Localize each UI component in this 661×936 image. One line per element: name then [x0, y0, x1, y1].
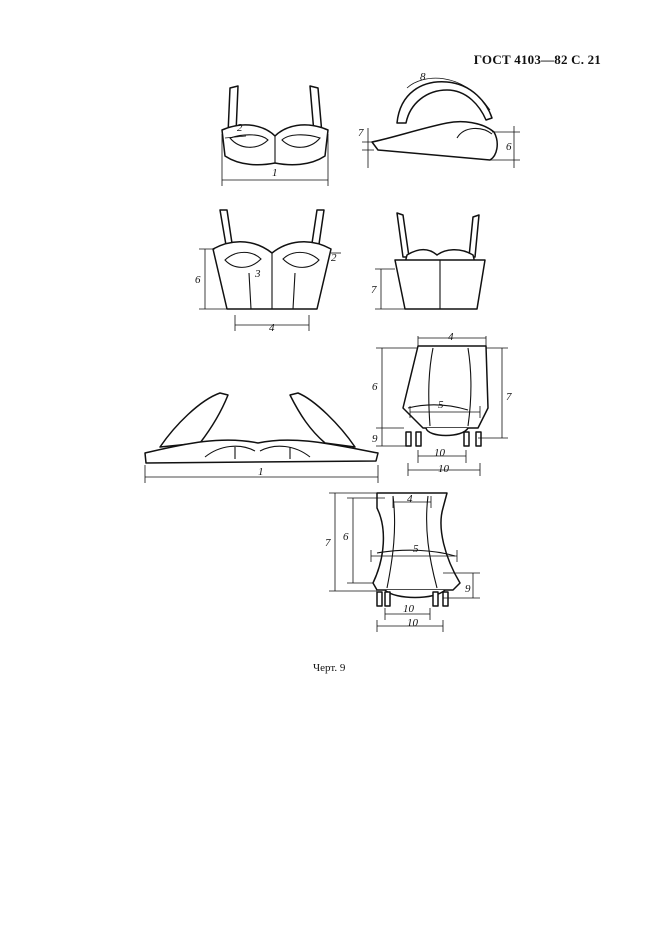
corselet-spread-view: 1: [140, 385, 385, 485]
dimension-label-7: 7: [506, 391, 512, 403]
dimension-label-9: 9: [465, 583, 471, 595]
dimension-label-4: 4: [407, 493, 413, 505]
dimension-label-6: 6: [372, 381, 378, 393]
bra-front-view: 2 1: [210, 78, 340, 188]
dimension-label-3: 3: [254, 268, 261, 280]
long-corselet-view: 4 7 6 5 9 10 10: [325, 488, 490, 638]
dimension-label-9: 9: [372, 433, 378, 445]
dimension-label-10: 10: [403, 603, 415, 615]
dimension-label-1: 1: [272, 167, 278, 179]
girdle-front-view: 4 6 7 5 9 10 10: [372, 331, 512, 488]
dimension-label-5: 5: [438, 399, 444, 411]
dimension-label-6: 6: [195, 274, 201, 286]
dimension-label-2: 2: [331, 252, 337, 264]
dimension-label-10: 10: [438, 463, 450, 475]
dimension-label-10: 10: [434, 447, 446, 459]
dimension-label-4: 4: [269, 322, 275, 334]
dimension-label-7: 7: [325, 537, 331, 549]
bustier-back-view: 7: [371, 205, 505, 320]
dimension-label-6: 6: [506, 141, 512, 153]
bra-side-view: 8 7 6: [358, 71, 527, 178]
dimension-label-10: 10: [407, 617, 419, 629]
dimension-label-1: 1: [258, 466, 264, 478]
dimension-label-4: 4: [448, 331, 454, 343]
page-header: ГОСТ 4103—82 С. 21: [473, 52, 601, 67]
dimension-label-5: 5: [413, 543, 419, 555]
dimension-label-7: 7: [358, 127, 364, 139]
bustier-front-view: 6 3 2 4: [195, 205, 340, 334]
dimension-label-6: 6: [343, 531, 349, 543]
dimension-label-8: 8: [420, 71, 426, 83]
figure-caption: Черт. 9: [313, 662, 346, 674]
dimension-label-7: 7: [371, 284, 377, 296]
dimension-label-2: 2: [237, 122, 243, 134]
